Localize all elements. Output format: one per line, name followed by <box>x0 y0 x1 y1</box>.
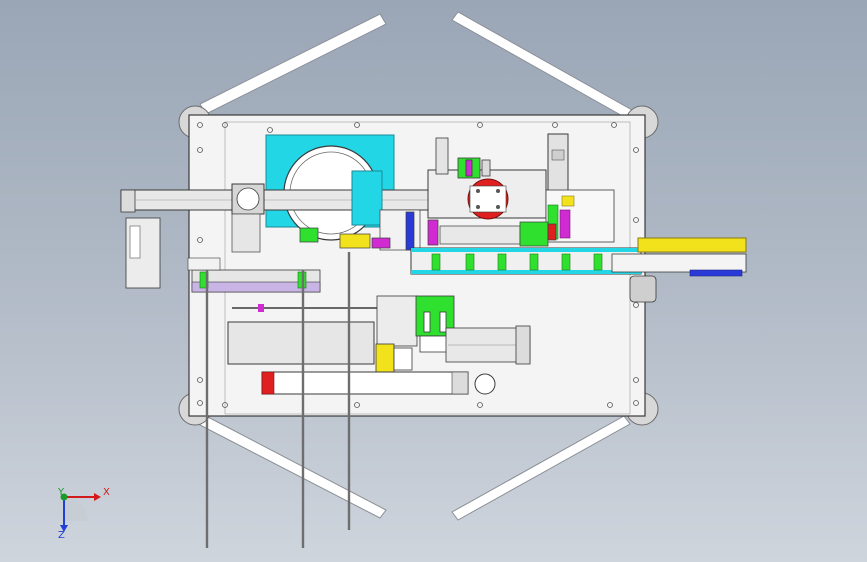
lower-left-plate[interactable] <box>227 321 375 365</box>
motor-body <box>231 213 261 253</box>
feeder-track[interactable] <box>410 247 642 275</box>
top-valve-cluster[interactable] <box>435 137 491 179</box>
rod-bottom-left <box>197 415 387 519</box>
lower-center-block[interactable] <box>375 295 531 375</box>
rod-top-right <box>451 11 633 119</box>
conveyor-rail <box>611 253 747 273</box>
yellow-conveyor[interactable] <box>637 237 747 253</box>
axis-y-label: Y <box>58 487 65 498</box>
gantry-beam-left-bracket <box>120 189 136 213</box>
axis-x-label: X <box>103 487 110 498</box>
mounting-holes <box>197 122 639 408</box>
cyan-carriage[interactable] <box>351 170 383 226</box>
bottom-round-hole <box>474 373 496 395</box>
center-mechanism[interactable] <box>299 209 557 251</box>
rod-top-left <box>199 13 387 115</box>
blue-rail <box>689 269 743 277</box>
rod-bottom-right <box>451 415 631 521</box>
hanging-rods <box>205 252 351 548</box>
orientation-triad[interactable] <box>60 493 101 532</box>
bottom-cylinder[interactable] <box>261 371 469 395</box>
axis-z-label: Z <box>58 530 65 541</box>
round-motor[interactable] <box>629 275 657 303</box>
right-actuator[interactable] <box>547 133 569 197</box>
track-stations[interactable] <box>431 253 603 271</box>
